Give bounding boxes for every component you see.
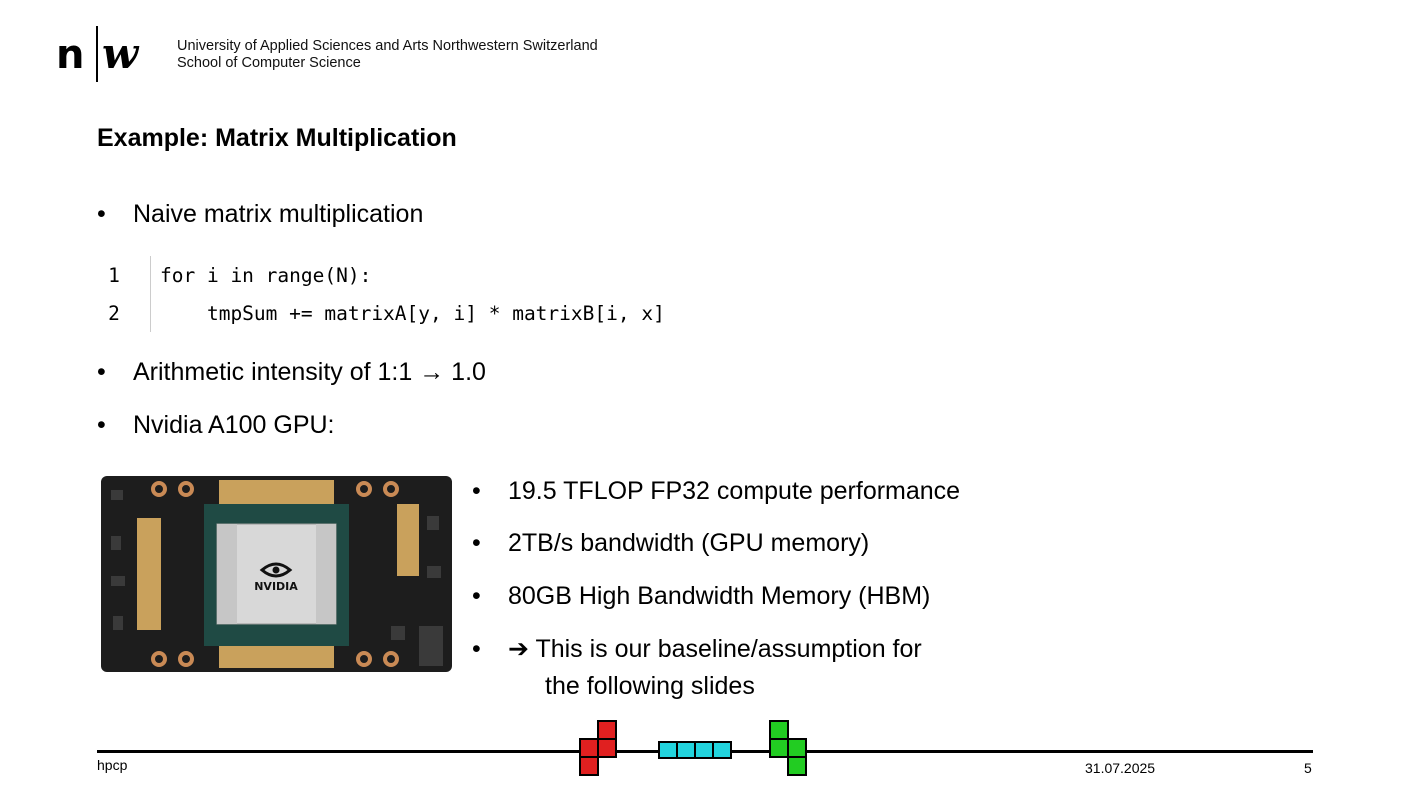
bullet-arithmetic-intensity: • Arithmetic intensity of 1:1 → 1.0 [97,357,486,387]
bullet-marker: • [97,200,106,228]
code-line-number: 2 [108,302,120,325]
gpu-spec-compute: • 19.5 TFLOP FP32 compute performance [472,476,960,506]
bullet-text: 19.5 TFLOP FP32 compute performance [508,477,961,505]
bullet-marker: • [97,358,106,386]
code-line: tmpSum += matrixA[y, i] * matrixB[i, x] [160,302,665,325]
bullet-text: Arithmetic intensity of 1:1 → 1.0 [133,358,486,386]
footer-date: 31.07.2025 [1085,760,1156,776]
fhnw-logo: n w [56,26,140,82]
bullet-text: Nvidia A100 GPU: [133,411,335,439]
code-line: for i in range(N): [160,264,372,287]
code-block: 1 for i in range(N): 2 tmpSum += matrixA… [100,256,740,332]
bullet-marker: • [472,582,481,610]
footer-course: hpcp [97,757,128,773]
institution-line1: University of Applied Sciences and Arts … [177,38,598,54]
bullet-text: ➔ This is our baseline/assumption for [508,635,922,663]
gpu-spec-bandwidth: • 2TB/s bandwidth (GPU memory) [472,528,869,558]
code-line-number: 1 [108,264,120,287]
gpu-chip-label: NVIDIA [254,580,298,593]
bullet-naive: • Naive matrix multiplication [97,199,423,229]
gpu-board-image: NVIDIA [101,476,452,672]
bullet-text: 80GB High Bandwidth Memory (HBM) [508,582,931,610]
svg-text:n: n [56,32,84,78]
gpu-spec-memory: • 80GB High Bandwidth Memory (HBM) [472,581,930,611]
bullet-marker: • [472,635,481,663]
tetris-decoration [579,720,807,776]
bullet-nvidia-gpu: • Nvidia A100 GPU: [97,410,335,440]
bullet-text: Naive matrix multiplication [133,200,424,228]
code-gutter-divider [150,256,151,332]
bullet-marker: • [472,529,481,557]
bullet-marker: • [472,477,481,505]
gpu-spec-baseline-continuation: the following slides [545,672,755,700]
svg-text:w: w [102,29,140,78]
footer-page-number: 5 [1304,760,1312,776]
slide-title: Example: Matrix Multiplication [97,124,457,152]
bullet-text: 2TB/s bandwidth (GPU memory) [508,529,870,557]
institution-line2: School of Computer Science [177,55,361,71]
gpu-spec-baseline: • ➔ This is our baseline/assumption for [472,634,922,664]
institution-name: University of Applied Sciences and Arts … [177,38,598,72]
bullet-marker: • [97,411,106,439]
